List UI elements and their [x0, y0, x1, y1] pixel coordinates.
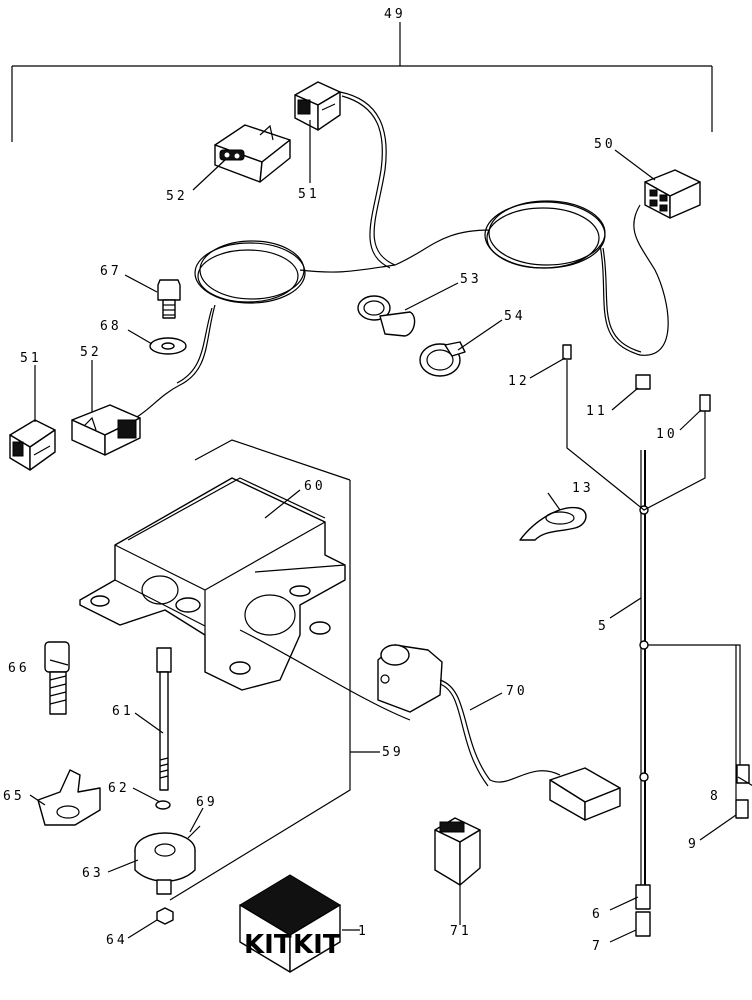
- callout-61: 61: [112, 704, 134, 719]
- screw-66: [44, 641, 70, 715]
- nut-62: [155, 800, 171, 810]
- callout-49: 49: [384, 7, 406, 22]
- callout-11: 11: [586, 404, 608, 419]
- callout-13: 13: [572, 481, 594, 496]
- kit-box-1: KIT KIT: [239, 874, 341, 973]
- callout-60: 60: [304, 479, 326, 494]
- kit-label-right: KIT: [293, 930, 341, 960]
- callout-labels: 49 50 51 52 53 54 67 68 51 52 12 11 10 1…: [3, 7, 721, 954]
- cable-tie-13: [519, 506, 587, 541]
- bracket-60: [79, 477, 346, 691]
- connector-52-top: [214, 124, 291, 183]
- callout-53: 53: [460, 272, 482, 287]
- switch-71: [434, 817, 481, 886]
- callout-51-left: 51: [20, 351, 42, 366]
- connector-50: [644, 169, 701, 219]
- callout-68: 68: [100, 319, 122, 334]
- clip-53: [357, 295, 416, 337]
- clamp-54: [419, 341, 466, 377]
- callout-59: 59: [382, 745, 404, 760]
- callout-8: 8: [710, 789, 721, 804]
- callout-12: 12: [508, 374, 530, 389]
- callout-52-top: 52: [166, 189, 188, 204]
- callout-64: 64: [106, 933, 128, 948]
- group-outline-59: [169, 439, 351, 901]
- leader-lines: [29, 120, 752, 943]
- bolt-67: [157, 279, 181, 319]
- callout-6: 6: [592, 907, 603, 922]
- callout-67: 67: [100, 264, 122, 279]
- callout-52-left: 52: [80, 345, 102, 360]
- connector-52-left: [71, 404, 141, 456]
- callout-54: 54: [504, 309, 526, 324]
- callout-5: 5: [598, 619, 609, 634]
- callout-69: 69: [196, 795, 218, 810]
- harness-wire: [134, 91, 669, 419]
- group-bracket-49: [11, 22, 713, 142]
- rod-61: [156, 647, 172, 791]
- callout-1: 1: [358, 924, 369, 939]
- callout-7: 7: [592, 939, 603, 954]
- callout-9: 9: [688, 837, 699, 852]
- callout-62: 62: [108, 781, 130, 796]
- callout-66: 66: [8, 661, 30, 676]
- connector-51-top: [294, 81, 341, 131]
- callout-70: 70: [506, 684, 528, 699]
- callout-51-top: 51: [298, 187, 320, 202]
- callout-50: 50: [594, 137, 616, 152]
- callout-71: 71: [450, 924, 472, 939]
- connector-51-left: [9, 419, 56, 471]
- sensor-63: [134, 825, 201, 895]
- callout-63: 63: [82, 866, 104, 881]
- plate-65: [37, 769, 101, 826]
- callout-65: 65: [3, 789, 25, 804]
- sensor-harness-70: [239, 629, 621, 821]
- kit-label-left: KIT: [244, 930, 292, 960]
- nut-64: [156, 907, 174, 925]
- washer-68: [149, 337, 187, 355]
- callout-10: 10: [656, 427, 678, 442]
